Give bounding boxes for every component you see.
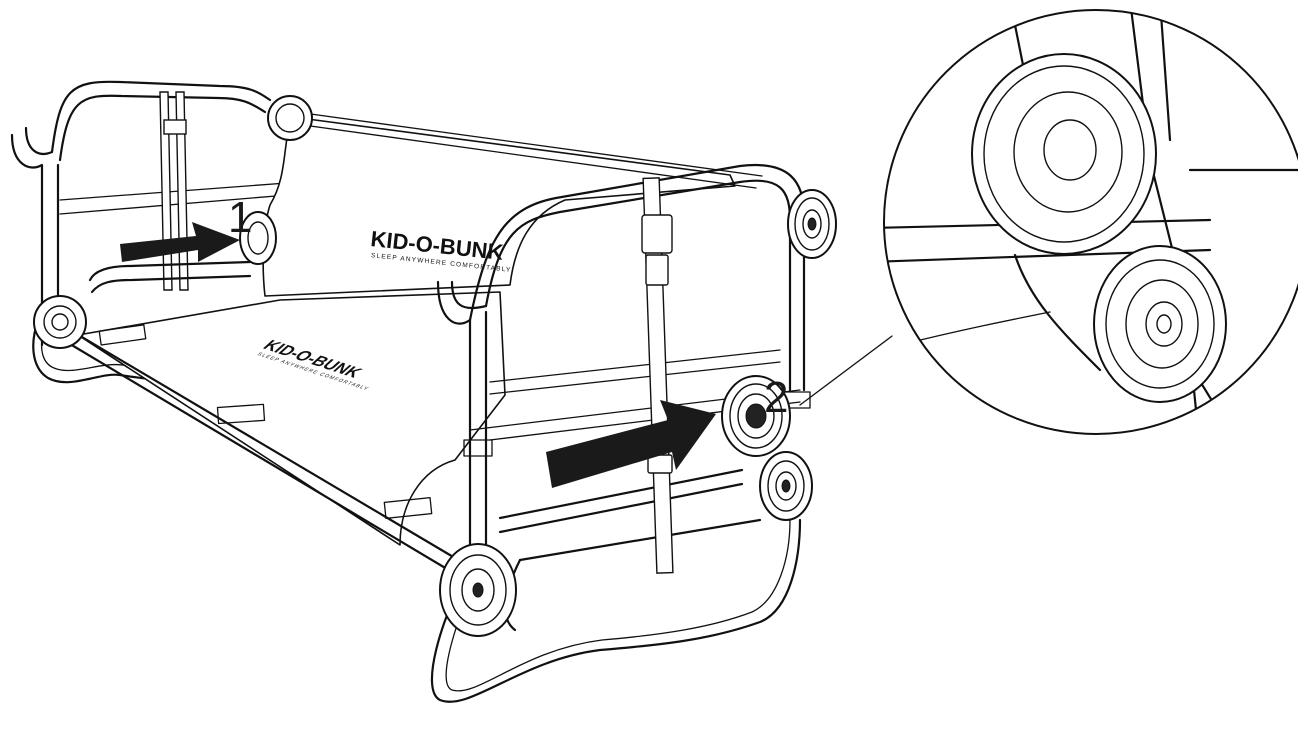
step-1-label: 1 <box>228 193 252 242</box>
callout-leader-line <box>799 335 893 406</box>
wheel-connector-icon <box>721 375 791 457</box>
front-strap-buckle <box>641 177 674 574</box>
wheel-connector-icon <box>33 295 87 349</box>
back-fabric-panel <box>262 117 736 297</box>
wheel-connector-icon <box>267 95 313 141</box>
step-2-marker: 2 <box>546 373 788 488</box>
wheel-connector-icon <box>239 211 277 265</box>
step-2-label: 2 <box>764 373 788 422</box>
arrow-right-icon <box>546 400 716 488</box>
wheel-connector-icon <box>787 189 837 259</box>
wheel-connector-icon <box>759 451 813 521</box>
arrow-right-icon <box>120 222 240 262</box>
floor-fabric-panel <box>77 291 506 546</box>
step-1-marker: 1 <box>120 193 252 262</box>
detail-callout-icon <box>883 9 1298 435</box>
wheel-connector-icon <box>439 543 517 637</box>
